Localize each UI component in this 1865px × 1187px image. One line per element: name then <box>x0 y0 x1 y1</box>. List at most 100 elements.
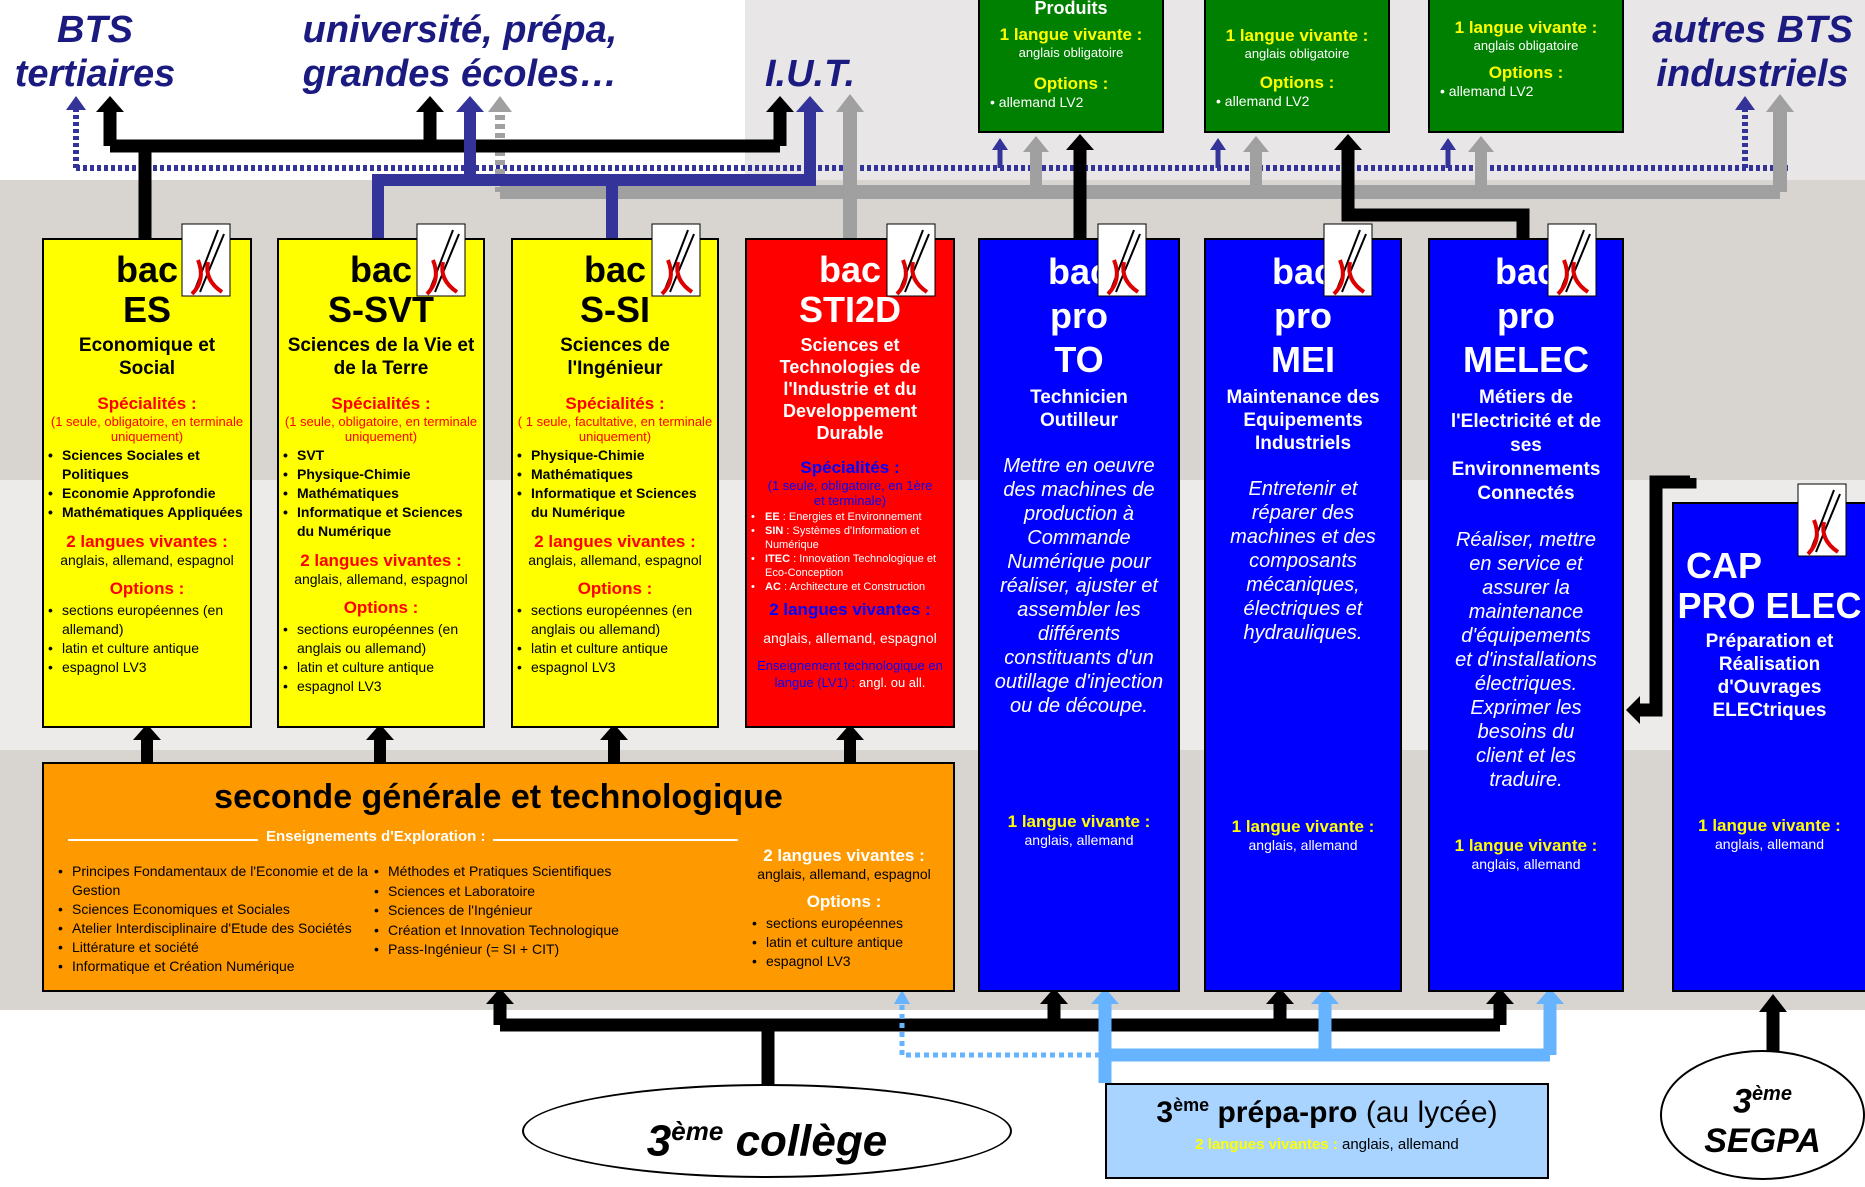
segpa-word: SEGPA <box>1704 1122 1821 1161</box>
bts-2-opt-text: allemand LV2 <box>1224 93 1310 109</box>
bts-3-lv-text: anglais obligatoire <box>1473 38 1579 53</box>
bts-box-2: 1 langue vivante : anglais obligatoire O… <box>1204 0 1390 133</box>
bac-pro-mei-lv-text: anglais, allemand <box>1248 837 1358 853</box>
bac-ssvt-spec-head: Spécialités : <box>331 394 431 413</box>
list-item: latin et culture antique <box>517 639 713 658</box>
bac-ssvt-t2: S-SVT <box>327 289 434 330</box>
list-item: Méthodes et Pratiques Scientifiques <box>374 862 728 882</box>
bac-pro-to-desc: Mettre en oeuvre des machines de product… <box>994 455 1164 717</box>
bac-pro-mei-subtitle: Maintenance des Equipements Industriels <box>1226 387 1380 454</box>
bac-es-spec-list: Sciences Sociales et Politiques Economie… <box>44 446 250 522</box>
list-item: Atelier Interdisciplinaire d'Etude des S… <box>58 919 372 938</box>
bac-sti2d-lv-head: 2 langues vivantes : <box>769 600 931 619</box>
sti2d-spec-text: : Innovation Technologique et Eco-Concep… <box>765 553 937 579</box>
navy-line-s <box>372 112 816 240</box>
bac-es-spec-note: (1 seule, obligatoire, en terminale uniq… <box>50 414 244 444</box>
prepa-lv-head: 2 langues vivantes : <box>1195 1136 1338 1153</box>
bac-ssi-opt-head: Options : <box>577 579 653 598</box>
bac-ssi-t1: bac <box>583 249 647 290</box>
bac-es-opt-head: Options : <box>109 579 185 598</box>
bac-ssvt-spec-list: SVT Physique-Chimie Mathématiques Inform… <box>279 446 483 541</box>
bac-ssi-opt-list: sections européennes (en anglais ou alle… <box>513 601 717 677</box>
bac-pro-mei-lv-head: 1 langue vivante : <box>1231 817 1375 836</box>
list-item: Mathématiques <box>283 484 479 503</box>
list-item: EE : Energies et Environnement <box>751 510 949 524</box>
list-item: SVT <box>283 446 479 465</box>
bac-pro-to-subtitle: Technicien Outilleur <box>1030 387 1128 431</box>
bac-sti2d-subtitle: Sciences et Technologies de l'Industrie … <box>779 335 921 443</box>
list-item: espagnol LV3 <box>517 658 713 677</box>
segpa-cloud: 3ème SEGPA <box>1660 1050 1865 1180</box>
list-item: Sciences de l'Ingénieur <box>374 901 728 921</box>
list-item: ITEC : Innovation Technologique et Eco-C… <box>751 552 949 580</box>
list-item: Informatique et Sciences du Numérique <box>283 503 479 541</box>
prepa-lv-text: anglais, allemand <box>1337 1136 1459 1153</box>
bac-ssi-spec-note: ( 1 seule, facultative, en terminale uni… <box>517 414 713 444</box>
bts-box-3: 1 langue vivante : anglais obligatoire O… <box>1428 0 1624 133</box>
sti2d-spec-code: SIN <box>765 525 784 537</box>
label-universite-line2: grandes écoles… <box>302 53 618 95</box>
bac-pro-to-lv-head: 1 langue vivante : <box>1007 812 1151 831</box>
bac-es-opt-list: sections européennes (en allemand) latin… <box>44 601 250 677</box>
bac-pro-mei-t3: MEI <box>1270 339 1335 380</box>
bac-sti2d-t2: STI2D <box>798 289 902 330</box>
bac-ssi-spec-head: Spécialités : <box>565 394 665 413</box>
sti2d-spec-text: : Architecture et Construction <box>780 581 926 593</box>
bts-3-lv-head: 1 langue vivante : <box>1454 18 1598 37</box>
diploma-icon <box>1323 223 1373 297</box>
bac-es-spec-head: Spécialités : <box>97 394 197 413</box>
seconde-opt-list: sections européennes latin et culture an… <box>748 914 953 971</box>
bac-ssvt-subtitle: Sciences de la Vie et de la Terre <box>287 335 475 379</box>
bac-ssvt-opt-list: sections européennes (en anglais ou alle… <box>279 620 483 696</box>
list-item: Littérature et société <box>58 938 372 957</box>
bts-1-lv-head: 1 langue vivante : <box>999 25 1143 44</box>
bts-2-opt-item: • allemand LV2 <box>1216 93 1310 109</box>
list-item: AC : Architecture et Construction <box>751 580 949 594</box>
bac-ssvt-lv-text: anglais, allemand, espagnol <box>294 571 468 587</box>
cap-lv-text: anglais, allemand <box>1715 836 1824 852</box>
list-item: Mathématiques <box>517 465 713 484</box>
list-item: latin et culture antique <box>752 933 950 952</box>
bac-ssi-t2: S-SI <box>579 289 650 330</box>
sti2d-etlv-head: Enseignement technologique en langue (LV… <box>757 658 943 690</box>
prepa-sup: ème <box>1173 1095 1210 1115</box>
label-bts-line1: BTS <box>57 9 133 51</box>
diploma-icon <box>416 223 466 297</box>
bts-3-opt-item: • allemand LV2 <box>1440 83 1534 99</box>
segpa-sup: ème <box>1751 1083 1792 1105</box>
bac-es-lv-head: 2 langues vivantes : <box>66 532 228 551</box>
sti2d-spec-code: EE <box>765 511 780 523</box>
bac-pro-melec-t2: pro <box>1497 295 1555 336</box>
label-bts-line2: tertiaires <box>14 53 176 95</box>
bac-pro-to-t3: TO <box>1054 339 1104 380</box>
list-item: espagnol LV3 <box>48 658 246 677</box>
bac-es-t2: ES <box>122 289 172 330</box>
dotted-navy-arrow-2 <box>1735 96 1755 110</box>
bac-ssi-lv-head: 2 langues vivantes : <box>534 532 696 551</box>
bac-ssi-spec-list: Physique-Chimie Mathématiques Informatiq… <box>513 446 717 522</box>
grey-line <box>500 110 1787 199</box>
bts-1-title: Produits <box>1034 0 1108 18</box>
bts-3-opt-text: allemand LV2 <box>1448 83 1534 99</box>
bac-ssi-subtitle: Sciences de l'Ingénieur <box>560 335 670 379</box>
prepa-num: 3 <box>1156 1096 1174 1129</box>
bac-pro-melec-subtitle: Métiers de l'Electricité et de ses Envir… <box>1450 387 1602 504</box>
sti2d-spec-text: : Energies et Environnement <box>779 511 922 523</box>
bts-1-opt-item: • allemand LV2 <box>990 94 1084 110</box>
bac-pro-to-t2: pro <box>1050 295 1108 336</box>
list-item: Sciences Sociales et Politiques <box>48 446 246 484</box>
segpa-num: 3 <box>1733 1082 1752 1121</box>
list-item: SIN : Systèmes d'Information et Numériqu… <box>751 524 949 552</box>
seconde-lv-text: anglais, allemand, espagnol <box>757 866 931 882</box>
bts-1-lv-text: anglais obligatoire <box>1018 45 1124 60</box>
